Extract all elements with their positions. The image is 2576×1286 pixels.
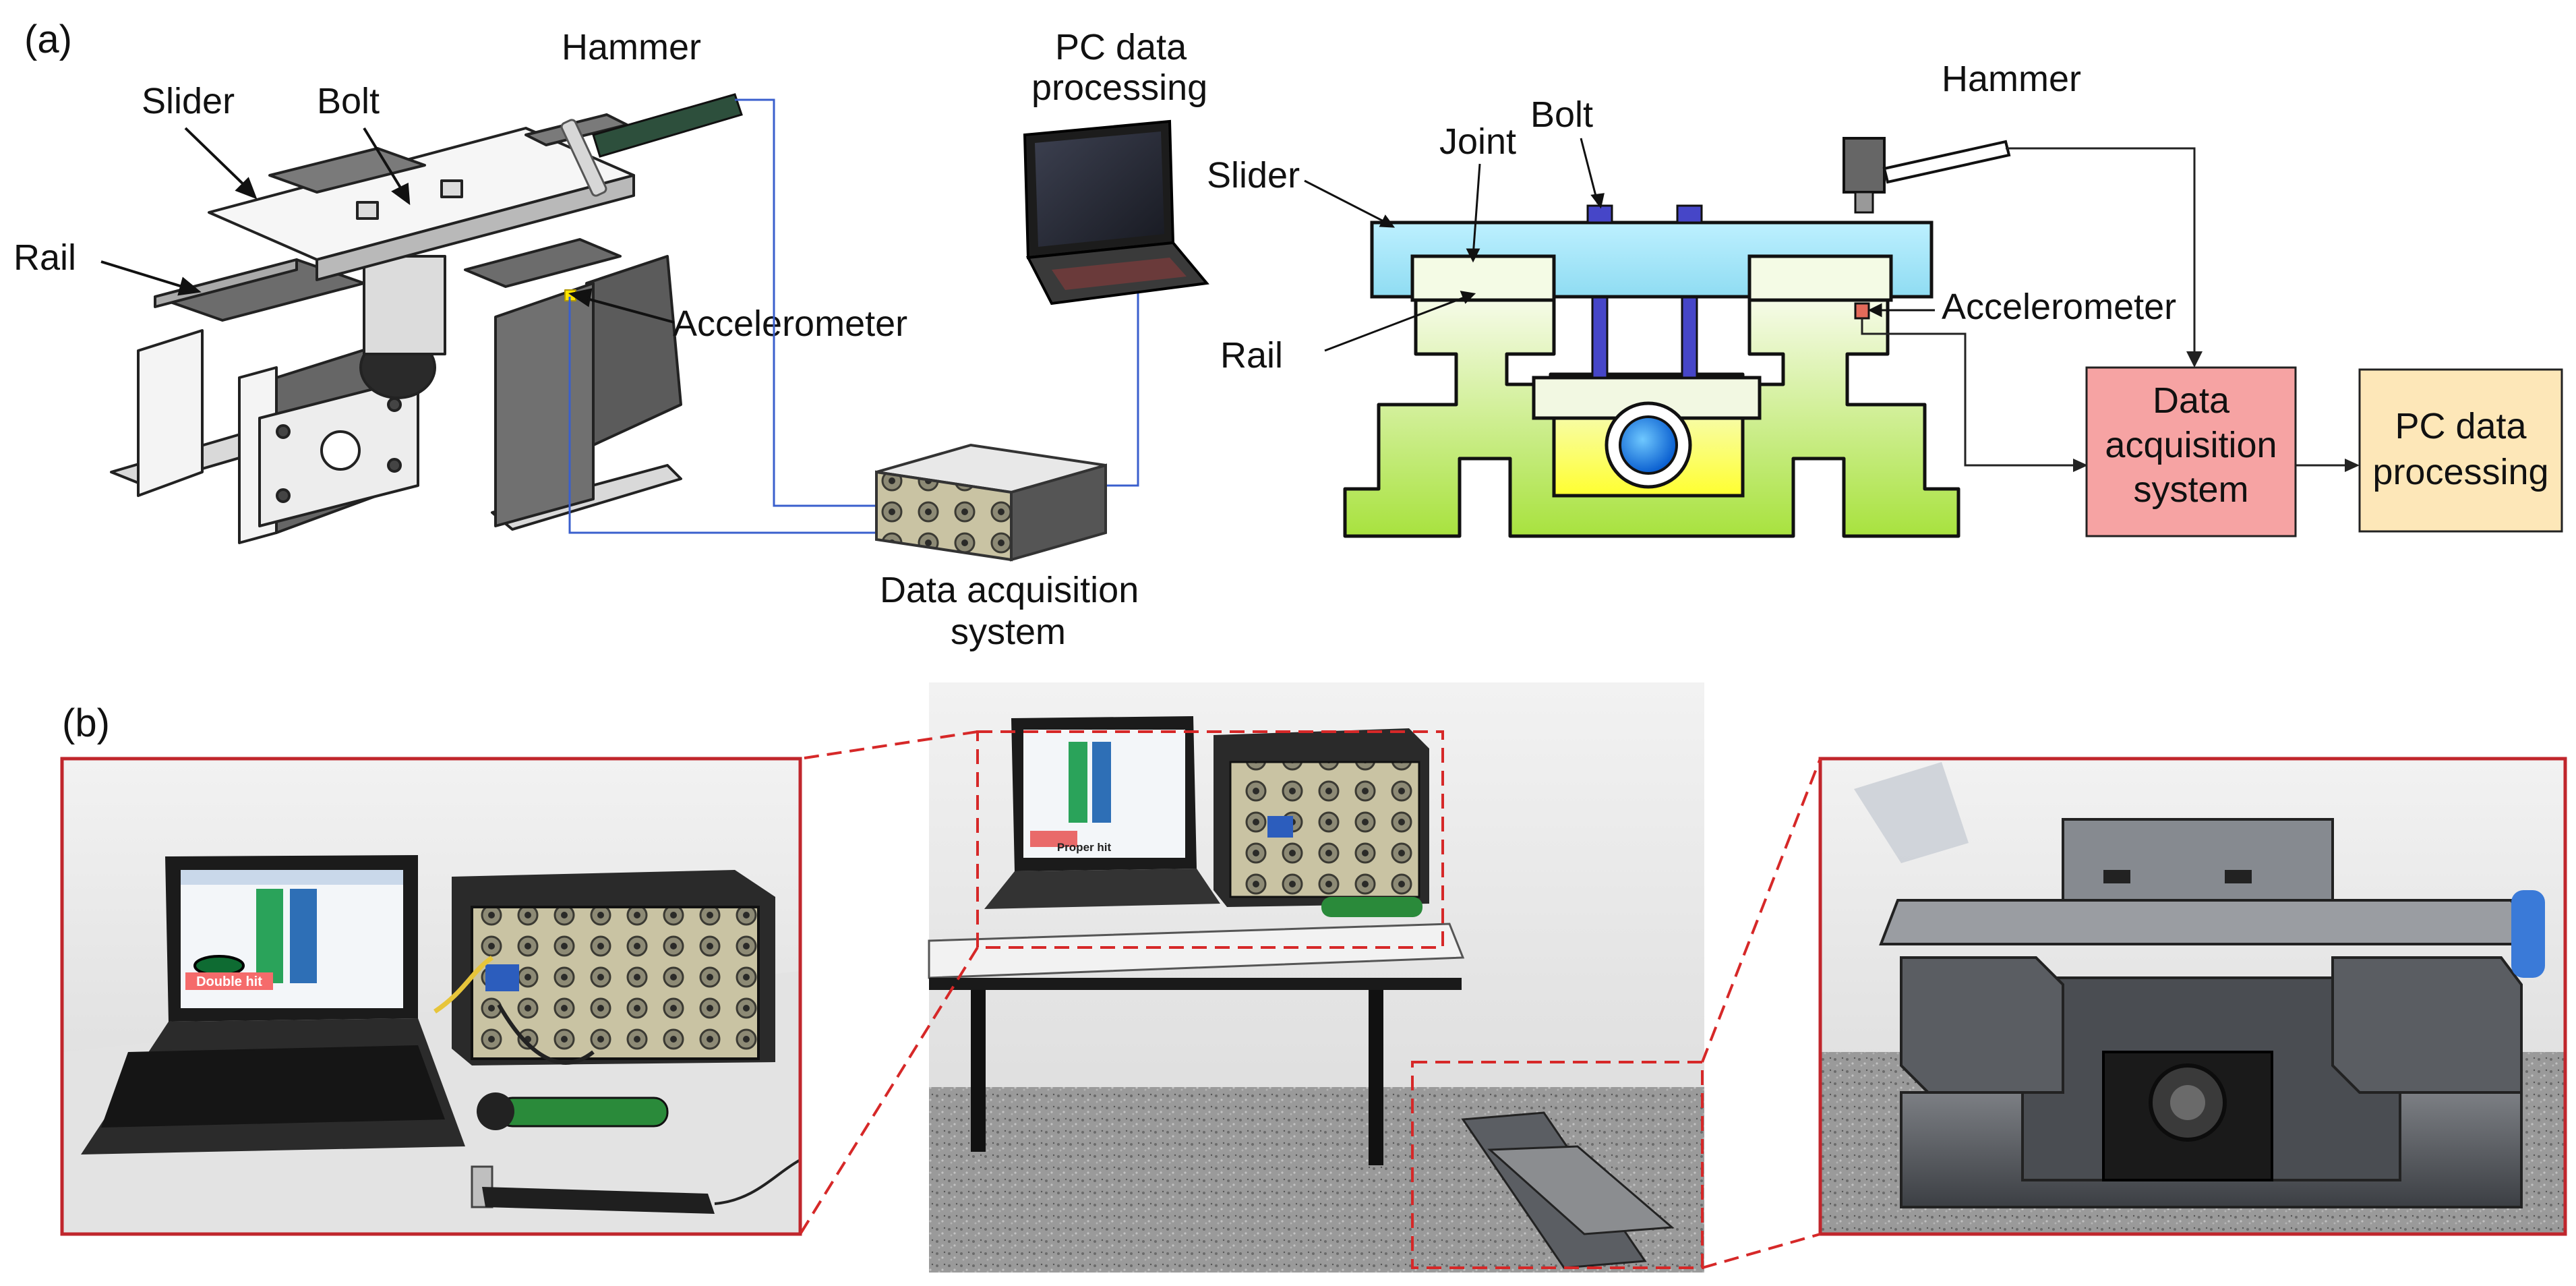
iso-front-plate-bolt-2	[387, 397, 402, 412]
iso-label-rail: Rail	[13, 237, 76, 278]
flow-box-daq-line1: Data	[2153, 380, 2230, 421]
iso-rail-right	[464, 238, 622, 288]
iso-screw-shaft	[363, 255, 446, 355]
schematic-arrowheads	[2073, 351, 2360, 472]
flow-box-pc-line1: PC data	[2395, 406, 2527, 446]
iso-laptop-icon	[1023, 119, 1209, 305]
panel-b-tag: (b)	[62, 701, 110, 745]
iso-leader-arrows	[100, 127, 675, 324]
flow-box-pc-line2: processing	[2372, 452, 2548, 492]
iso-front-plate-hole	[320, 430, 361, 471]
schematic-ball-screw	[1619, 415, 1678, 475]
iso-rail-left-top	[154, 258, 298, 308]
panel-a-tag: (a)	[24, 18, 72, 61]
iso-front-plate-bolt-1	[276, 424, 291, 439]
iso-test-bench	[110, 113, 682, 544]
iso-bolt-1	[356, 201, 379, 220]
schematic-joint-right	[1747, 254, 1893, 302]
schematic-bolt-shaft-1	[1591, 285, 1609, 379]
zoom-box-bench	[1411, 1061, 1704, 1269]
flow-box-pc	[2358, 368, 2563, 533]
iso-front-plate-bolt-3	[276, 488, 291, 503]
iso-label-accelerometer: Accelerometer	[673, 303, 907, 344]
schematic-label-joint: Joint	[1439, 121, 1516, 162]
zoom-connectors	[799, 730, 1822, 1269]
iso-label-slider: Slider	[142, 81, 235, 121]
schematic-label-slider: Slider	[1207, 155, 1300, 196]
iso-slider-beam-front	[316, 174, 635, 281]
photo-right	[1818, 757, 2567, 1236]
iso-label-pc-line1: PC data	[1055, 27, 1187, 67]
iso-daq-icon	[875, 443, 1107, 562]
screen-double-hit: Double hit	[196, 974, 262, 989]
schematic-label-rail: Rail	[1220, 335, 1283, 376]
zoom-box-desk	[976, 730, 1444, 949]
schematic-accelerometer	[1854, 302, 1870, 320]
schematic-bolt-shaft-2	[1681, 285, 1698, 379]
schematic-label-accelerometer: Accelerometer	[1942, 287, 2176, 327]
iso-frame-left	[137, 329, 204, 497]
iso-label-pc-line2: processing	[1031, 67, 1207, 108]
schematic-hammer-icon	[1843, 137, 2011, 214]
iso-bolt-2	[440, 179, 463, 198]
schematic-label-hammer: Hammer	[1942, 59, 2081, 99]
iso-slider-pad-left	[268, 147, 426, 194]
schematic-leader-lines	[1304, 138, 1935, 352]
iso-label-bolt: Bolt	[317, 81, 380, 121]
schematic-bolt-head-2	[1676, 204, 1703, 224]
schematic-label-bolt: Bolt	[1530, 94, 1593, 135]
iso-front-plate-bolt-4	[387, 458, 402, 473]
schematic-bolt-head-1	[1586, 204, 1613, 224]
screen-proper-hit: Proper hit	[1057, 841, 1112, 854]
iso-hammer-icon	[560, 93, 743, 197]
flow-box-daq	[2085, 366, 2297, 537]
photo-middle: Proper hit	[928, 682, 1704, 1273]
iso-rail-wall-right-face	[494, 282, 595, 527]
iso-label-daq-line1: Data acquisition	[880, 570, 1139, 610]
flow-box-daq-line3: system	[2133, 469, 2248, 510]
schematic-joint-left	[1410, 254, 1556, 302]
iso-label-daq-line2: system	[951, 612, 1066, 652]
photo-left: Double hit	[60, 757, 802, 1236]
iso-rail-wall-right	[585, 255, 682, 446]
flow-box-daq-line2: acquisition	[2105, 425, 2277, 465]
iso-label-hammer: Hammer	[562, 27, 701, 67]
